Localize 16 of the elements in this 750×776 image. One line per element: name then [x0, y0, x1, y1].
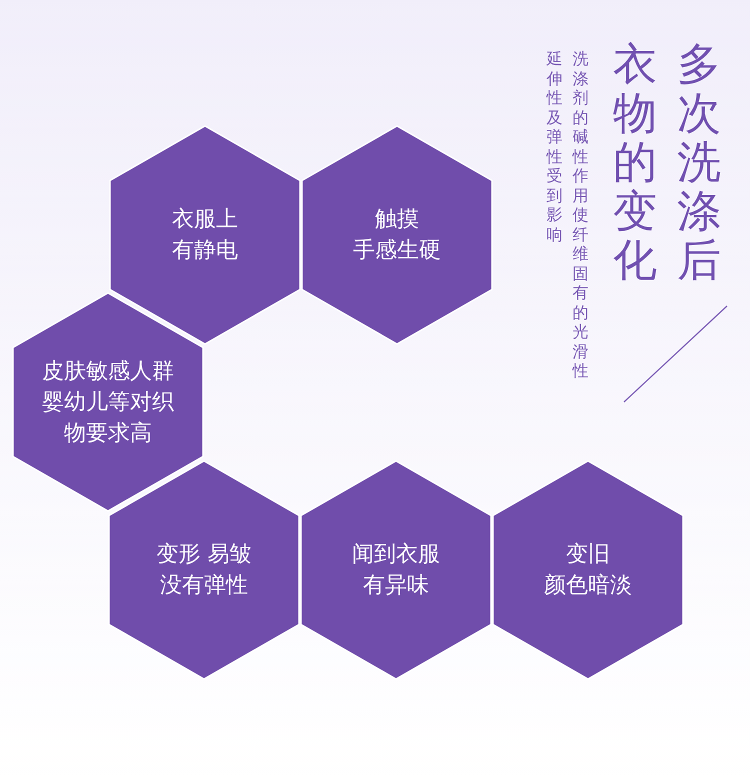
hexagon-tile: [108, 460, 300, 680]
hexagon-label: 触摸: [374, 206, 420, 234]
hexagon-label: 手感生硬: [352, 237, 442, 265]
hexagon-tile: [12, 292, 204, 512]
hexagon-label: 衣服上有静电: [171, 206, 239, 265]
hexagon-tile: [492, 460, 684, 680]
hexagon-tile: [109, 125, 301, 345]
hexagon-label: 闻到衣服有异味: [351, 541, 441, 600]
hexagon-label: 颜色暗淡: [543, 572, 633, 600]
caption: 洗涤剂的碱性作用使纤维固有的光滑性延伸性及弹性受到影响: [545, 49, 590, 381]
hexagon-tile: [301, 125, 493, 345]
hexagon-label: 变形 易皱没有弹性: [156, 541, 252, 600]
hexagon-tile: [300, 460, 492, 680]
title: 多次洗涤后衣物的变化: [612, 40, 722, 285]
hexagon-label: 皮肤敏感人群婴幼儿等对织物要求高: [41, 358, 175, 448]
hexagon-label: 变旧: [565, 541, 611, 569]
